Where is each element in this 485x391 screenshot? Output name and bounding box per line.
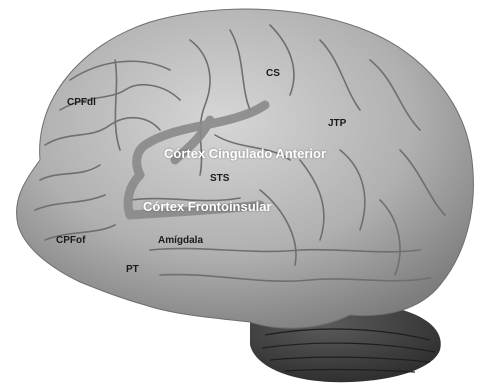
- label-sts: STS: [210, 174, 229, 184]
- label-jtp: JTP: [328, 119, 346, 129]
- label-cpfof: CPFof: [56, 236, 85, 246]
- label-pt: PT: [126, 265, 139, 275]
- label-cortex-cingulado-anterior: Córtex Cingulado Anterior: [164, 147, 326, 160]
- label-cortex-frontoinsular: Córtex Frontoinsular: [143, 200, 272, 213]
- label-cs: CS: [266, 69, 280, 79]
- label-cpfdl: CPFdl: [67, 98, 96, 108]
- label-amigdala: Amígdala: [158, 236, 203, 246]
